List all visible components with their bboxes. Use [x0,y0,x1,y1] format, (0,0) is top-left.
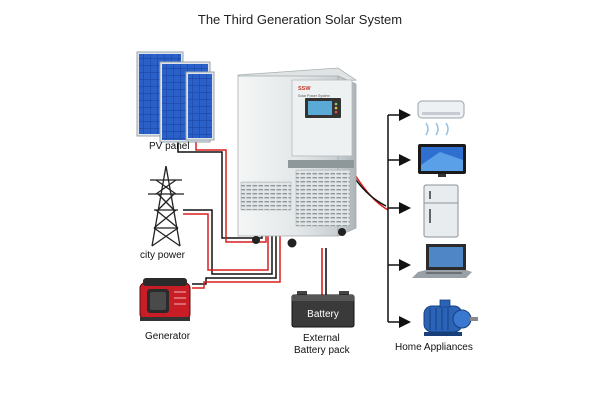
vent-right [295,169,351,227]
city-wire-red [183,213,269,271]
home-appliances-label: Home Appliances [395,342,473,353]
battery-caption-line1: External [303,333,340,344]
wiring [177,109,411,328]
city-power-label: city power [140,250,186,261]
transmission-tower-icon [148,165,184,247]
electric-motor-icon [423,299,478,336]
pv-wire-red [195,140,267,243]
inverter-brand: SSW [298,86,311,92]
pv-panel-icon [136,51,215,143]
laptop-icon [412,244,472,278]
vent-left [240,181,292,211]
battery-caption-line2: Battery pack [294,345,350,356]
generator-icon [139,278,191,321]
gen-wire-black [192,215,277,285]
generator-label: Generator [145,331,191,342]
pv-panel-label: PV panel [149,141,190,152]
battery-case-label: Battery [307,309,339,320]
air-conditioner-icon [417,100,465,136]
inverter-cabinet: SSW Solar Power System [236,67,358,248]
inverter-subtitle: Solar Power System [298,94,330,98]
diagram-title: The Third Generation Solar System [197,12,403,27]
battery-icon: Battery [291,291,355,328]
gen-wire-red [192,215,281,289]
refrigerator-icon [423,184,459,238]
city-wire-black [183,209,273,275]
lcd-display [308,101,332,115]
television-icon [418,144,466,177]
wheel-icon [252,236,260,244]
